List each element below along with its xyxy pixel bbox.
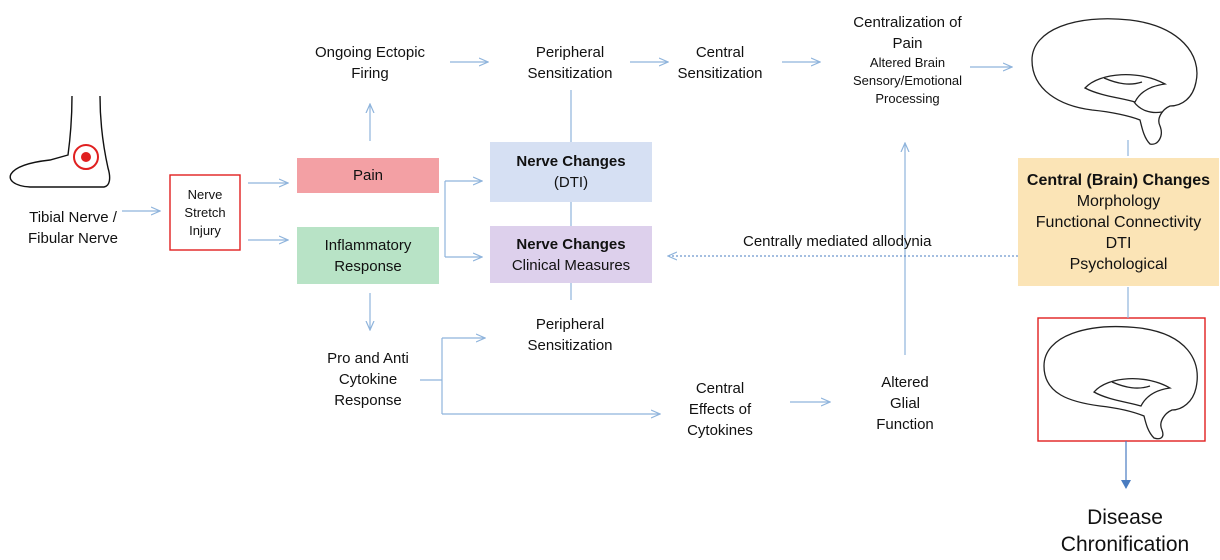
edge-layer (122, 62, 1131, 489)
allodynia-label: Centrally mediated allodynia (743, 233, 932, 250)
brain-changes-box: Central (Brain) Changes Morphology Funct… (1018, 158, 1219, 286)
brain-icon (1031, 18, 1198, 145)
nerve-changes-dti-box: Nerve Changes(DTI) (490, 142, 652, 202)
injury-box-border (169, 174, 241, 251)
brain-icon-highlighted (1043, 325, 1198, 440)
foot-label: Tibial Nerve /Fibular Nerve (27, 209, 119, 247)
pain-box: Pain (297, 158, 439, 193)
foot-icon (9, 95, 111, 188)
